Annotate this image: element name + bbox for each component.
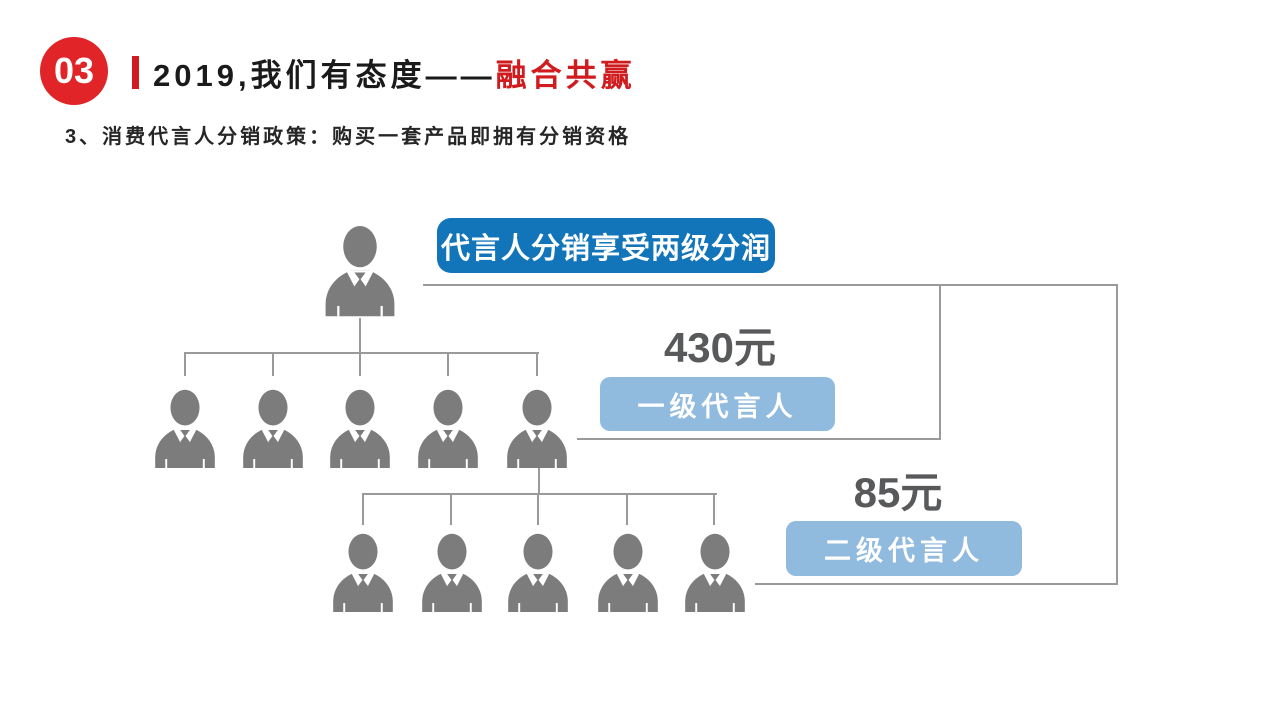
businessman-icon: [145, 386, 225, 468]
section-number-badge: 03: [40, 37, 108, 105]
person-icon-level2: [412, 530, 492, 612]
businessman-icon: [317, 220, 403, 318]
person-icon-level1: [233, 386, 313, 468]
connector-row3-drop: [713, 493, 715, 525]
title-text: 2019,我们有态度——: [153, 58, 496, 93]
title-highlight-text: 融合共赢: [495, 58, 636, 93]
connector-row3-drop: [362, 493, 364, 525]
businessman-icon: [320, 386, 400, 468]
connector-level2-horizontal: [755, 583, 1117, 585]
connector-row3-drop: [537, 493, 539, 525]
person-icon-level1: [145, 386, 225, 468]
title-accent-bar: [132, 56, 139, 89]
person-icon-root: [317, 220, 403, 318]
connector-row3-drop: [450, 493, 452, 525]
businessman-icon: [412, 530, 492, 612]
connector-row2-drop: [359, 352, 361, 376]
slide-title: 2019,我们有态度—— 融合共赢: [132, 50, 636, 95]
connector-top-horizontal: [423, 284, 1118, 286]
connector-row3-tree-horizontal: [362, 493, 717, 495]
person-icon-level1: [320, 386, 400, 468]
top-level-badge: 代言人分销享受两级分润: [437, 218, 775, 273]
businessman-icon: [675, 530, 755, 612]
connector-row3-drop: [626, 493, 628, 525]
slide-subtitle: 3、消费代言人分销政策：购买一套产品即拥有分销资格: [65, 126, 632, 148]
connector-row2-drop: [184, 352, 186, 376]
level1-amount: 430元: [663, 324, 777, 371]
connector-right-vertical-level1: [939, 284, 941, 440]
person-icon-level1: [408, 386, 488, 468]
businessman-icon: [323, 530, 403, 612]
person-icon-level2: [323, 530, 403, 612]
businessman-icon: [408, 386, 488, 468]
level1-badge: 一级代言人: [600, 377, 835, 431]
connector-row2-drop: [447, 352, 449, 376]
person-icon-level2: [588, 530, 668, 612]
businessman-icon: [497, 386, 577, 468]
person-icon-level1: [497, 386, 577, 468]
person-icon-level2: [675, 530, 755, 612]
connector-row2-drop: [536, 352, 538, 376]
connector-row2-tree-horizontal: [184, 352, 539, 354]
connector-right-vertical-level2: [1116, 284, 1118, 585]
connector-level1-horizontal: [577, 438, 940, 440]
businessman-icon: [498, 530, 578, 612]
connector-row2-drop: [272, 352, 274, 376]
level2-amount: 85元: [853, 469, 943, 516]
businessman-icon: [588, 530, 668, 612]
person-icon-level2: [498, 530, 578, 612]
connector-row2-person5-stub: [538, 467, 540, 494]
connector-top-person-stub: [359, 318, 361, 354]
level2-badge: 二级代言人: [786, 521, 1022, 576]
businessman-icon: [233, 386, 313, 468]
